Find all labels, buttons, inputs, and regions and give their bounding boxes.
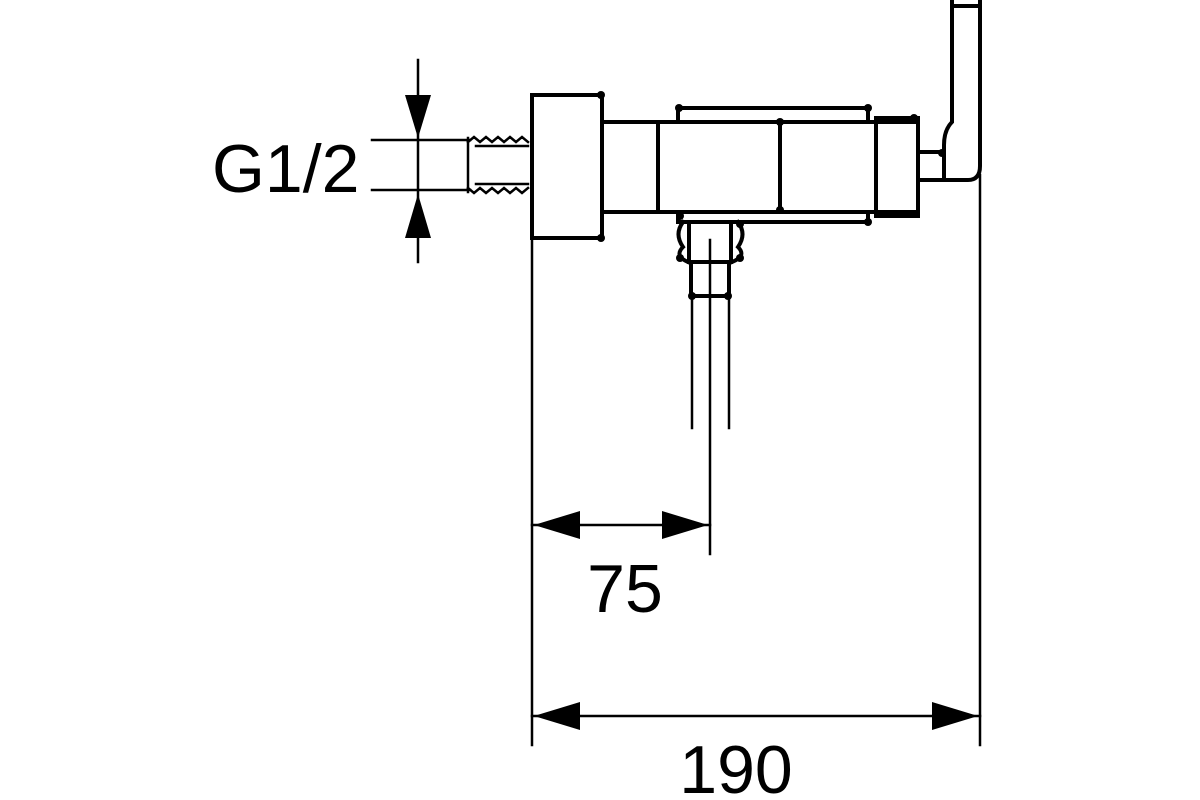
outlet-offset-label: 75 bbox=[587, 551, 663, 627]
wall-flange bbox=[530, 91, 605, 242]
offset-arrow-left bbox=[534, 511, 580, 539]
thread-arrow-top bbox=[405, 95, 431, 138]
lever-handle bbox=[916, 0, 982, 182]
thread-bottom-zigzag bbox=[466, 186, 530, 195]
thread-dimension: G1/2 bbox=[212, 58, 472, 264]
thread-top-zigzag bbox=[466, 135, 530, 144]
valve-body bbox=[600, 104, 920, 226]
overall-width-dimension: 190 bbox=[530, 173, 982, 800]
thread-label: G1/2 bbox=[212, 131, 359, 207]
outlet-offset-dimension: 75 bbox=[530, 236, 712, 747]
width-arrow-left bbox=[534, 702, 580, 730]
threaded-connector bbox=[466, 135, 530, 195]
valve-core bbox=[656, 120, 782, 214]
thread-arrow-bottom bbox=[405, 194, 431, 238]
offset-arrow-right bbox=[662, 511, 708, 539]
overall-width-label: 190 bbox=[679, 732, 792, 800]
end-cap bbox=[874, 116, 920, 218]
width-arrow-right bbox=[932, 702, 978, 730]
